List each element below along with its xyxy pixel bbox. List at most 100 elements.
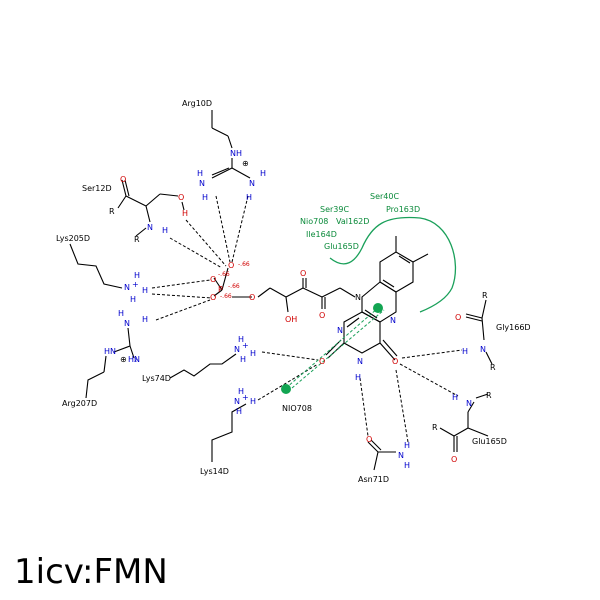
- residue-label-lys205d: Lys205D: [56, 234, 90, 243]
- svg-text:R: R: [109, 207, 115, 216]
- residue-label-glu165d: Glu165D: [472, 437, 507, 446]
- hydrogen-bonds: [151, 195, 463, 443]
- residue-label-gly166d: Gly166D: [496, 323, 531, 332]
- svg-text:H: H: [142, 286, 148, 295]
- svg-text:H: H: [118, 309, 124, 318]
- svg-text:H: H: [404, 461, 410, 470]
- svg-text:N: N: [124, 319, 130, 328]
- svg-text:O: O: [392, 357, 398, 366]
- svg-text:HN: HN: [104, 347, 116, 356]
- svg-text:H: H: [240, 355, 246, 364]
- svg-text:O: O: [300, 269, 306, 278]
- hydrophobic-label-ser39c: Ser39C: [320, 205, 349, 214]
- svg-text:H: H: [162, 226, 168, 235]
- svg-text:H: H: [202, 193, 208, 202]
- nio708-pi-marker: [281, 384, 291, 394]
- svg-text:O: O: [210, 293, 216, 302]
- svg-text:N: N: [466, 399, 472, 408]
- svg-text:H: H: [197, 169, 203, 178]
- svg-text:N: N: [124, 283, 130, 292]
- svg-text:H: H: [142, 315, 148, 324]
- residue-lys205d-skeleton: [69, 243, 123, 289]
- charge-label: -.66: [228, 283, 240, 290]
- hydrophobic-arc: [329, 216, 457, 313]
- svg-text:H: H: [182, 209, 188, 218]
- svg-text:R: R: [432, 423, 438, 432]
- svg-text:N: N: [199, 179, 205, 188]
- svg-text:N: N: [355, 293, 361, 302]
- residue-arg10d-skeleton: [211, 110, 251, 179]
- svg-text:O: O: [319, 357, 325, 366]
- svg-text:⊕: ⊕: [120, 355, 127, 364]
- svg-text:R: R: [482, 291, 488, 300]
- fmn-ligand: [213, 236, 429, 361]
- hydrophobic-label-pro163d: Pro163D: [386, 205, 420, 214]
- svg-text:H: H: [236, 407, 242, 416]
- svg-text:O: O: [210, 275, 216, 284]
- svg-text:H: H: [452, 393, 458, 402]
- svg-text:H: H: [238, 387, 244, 396]
- svg-text:N: N: [337, 326, 343, 335]
- svg-text:N: N: [234, 345, 240, 354]
- svg-text:O: O: [120, 175, 126, 184]
- svg-text:O: O: [249, 293, 255, 302]
- svg-text:H: H: [260, 169, 266, 178]
- residue-label-asn71d: Asn71D: [358, 475, 389, 484]
- svg-text:NH: NH: [230, 149, 242, 158]
- residue-label-arg10d: Arg10D: [182, 99, 212, 108]
- svg-text:O: O: [451, 455, 457, 464]
- hydrophobic-label-ser40c: Ser40C: [370, 192, 399, 201]
- svg-text:R: R: [134, 235, 140, 244]
- svg-text:H: H: [355, 373, 361, 382]
- svg-text:O: O: [178, 193, 184, 202]
- svg-text:R: R: [490, 363, 496, 372]
- hydrophobic-label-val162d: Val162D: [336, 217, 369, 226]
- hydrophobic-label-glu165d: Glu165D: [324, 242, 359, 251]
- residue-gly166d-skeleton: [465, 299, 493, 365]
- charge-label: -.66: [218, 271, 230, 278]
- svg-text:H: H: [246, 193, 252, 202]
- svg-text:H: H: [250, 349, 256, 358]
- svg-text:H₂: H₂: [128, 355, 137, 364]
- residue-label-lys14d: Lys14D: [200, 467, 229, 476]
- residue-lys14d-skeleton: [211, 403, 247, 462]
- svg-text:R: R: [486, 391, 492, 400]
- residue-atom-labels: NH ⊕ H N H N H H R O O H N H R H N + H H…: [104, 149, 496, 470]
- pi-center-marker: [373, 303, 383, 313]
- pi-interaction-line: [285, 307, 379, 389]
- svg-text:O: O: [319, 311, 325, 320]
- svg-text:N: N: [398, 451, 404, 460]
- svg-text:H: H: [134, 271, 140, 280]
- svg-text:N: N: [390, 316, 396, 325]
- svg-text:H: H: [462, 347, 468, 356]
- svg-text:OH: OH: [285, 315, 297, 324]
- svg-text:N: N: [249, 179, 255, 188]
- residue-label-ser12d: Ser12D: [82, 184, 112, 193]
- svg-text:P: P: [218, 285, 223, 294]
- diagram-title: 1icv:FMN: [14, 552, 168, 592]
- svg-text:N: N: [234, 397, 240, 406]
- svg-text:H: H: [238, 335, 244, 344]
- fmn-atom-labels: O O O OH N N N N H O O O O O P: [210, 261, 398, 382]
- residue-glu165d-skeleton: [439, 393, 489, 452]
- svg-text:O: O: [455, 313, 461, 322]
- charge-label: -.66: [238, 261, 250, 268]
- svg-text:N: N: [147, 223, 153, 232]
- residue-ser12d-skeleton: [117, 179, 185, 237]
- svg-text:O: O: [228, 261, 234, 270]
- hydrophobic-label-ile164d: Ile164D: [306, 230, 337, 239]
- hydrophobic-label-nio708: Nio708: [300, 217, 328, 226]
- svg-text:N: N: [134, 355, 140, 364]
- svg-text:H: H: [404, 441, 410, 450]
- svg-text:H: H: [250, 397, 256, 406]
- residue-lys74d-skeleton: [169, 353, 237, 379]
- svg-text:⊕: ⊕: [242, 159, 249, 168]
- svg-text:+: +: [132, 280, 139, 289]
- residue-asn71d-skeleton: [367, 439, 396, 471]
- svg-text:N: N: [357, 357, 363, 366]
- residue-arg207d-skeleton: [85, 327, 135, 399]
- svg-text:H: H: [130, 295, 136, 304]
- charge-label: -.66: [220, 293, 232, 300]
- svg-text:O: O: [366, 435, 372, 444]
